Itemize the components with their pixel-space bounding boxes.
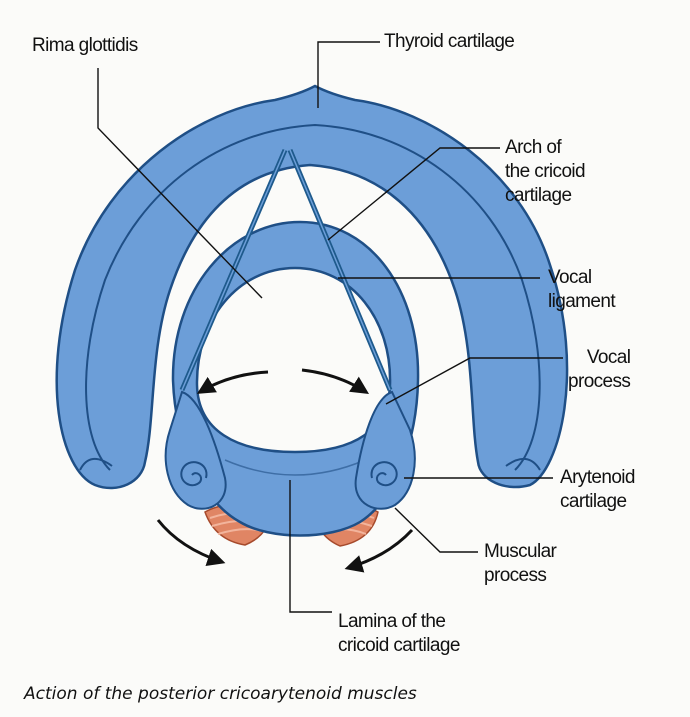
label-vocal-process: Vocal process [568,346,631,394]
thyroid-left-horn [79,458,113,471]
action-arrows [156,368,414,573]
label-rima-glottidis-text: Rima glottidis [32,35,138,56]
thyroid-right-horn [505,458,541,471]
label-vocal-ligament-line1: Vocal [548,267,592,288]
right-arytenoid-swirl [370,461,398,487]
label-vocal-process-line1: Vocal [586,347,631,368]
label-thyroid-cartilage-text: Thyroid cartilage [384,31,515,52]
right-abduction-arrow [301,368,370,394]
label-arytenoid-cartilage-line1: Arytenoid [560,467,635,488]
label-arch-cricoid-line2: the cricoid [505,161,586,182]
label-muscular-process-line1: Muscular [484,541,557,562]
label-arch-cricoid-line1: Arch of [505,137,562,158]
label-arytenoid-cartilage: Arytenoid cartilage [560,466,635,514]
thyroid-inner-line [85,123,541,471]
label-arytenoid-cartilage-line2: cartilage [560,491,627,512]
label-rima-glottidis: Rima glottidis [32,34,138,58]
vocal-ligaments [179,149,393,391]
left-arytenoid-swirl [180,461,208,487]
leader-lines [97,41,563,613]
leader-thyroid-cartilage [317,41,380,108]
label-muscular-process-line2: process [484,565,547,586]
left-vocal-ligament-core [181,149,286,391]
leader-lamina [289,480,332,613]
label-vocal-process-line2: process [568,371,631,392]
left-abduction-arrow [196,370,269,394]
lamina-inner-line [224,459,366,476]
label-arch-cricoid-line3: cartilage [505,185,572,206]
right-rotation-arrow [344,528,414,573]
label-lamina-cricoid: Lamina of the cricoid cartilage [338,610,460,658]
leader-muscular-process [394,507,478,553]
leader-vocal-process [385,357,563,405]
label-arch-cricoid: Arch of the cricoid cartilage [505,136,586,208]
leader-rima-glottidis [97,68,263,299]
label-vocal-ligament: Vocal ligament [548,266,616,314]
figure-caption: Action of the posterior cricoarytenoid m… [24,684,417,704]
thyroid-cartilage-body [55,84,569,490]
leader-arch-cricoid [327,147,500,241]
thyroid-cartilage [55,84,569,490]
right-vocal-ligament-core [289,149,391,391]
label-muscular-process: Muscular process [484,540,557,588]
left-arytenoid [164,390,227,510]
label-vocal-ligament-line2: ligament [548,291,616,312]
arytenoid-cartilages [164,390,416,510]
right-arytenoid [354,390,416,510]
label-thyroid-cartilage: Thyroid cartilage [384,30,515,54]
left-rotation-arrow [156,519,226,566]
label-lamina-cricoid-line2: cricoid cartilage [338,635,460,656]
label-lamina-cricoid-line1: Lamina of the [338,611,446,632]
